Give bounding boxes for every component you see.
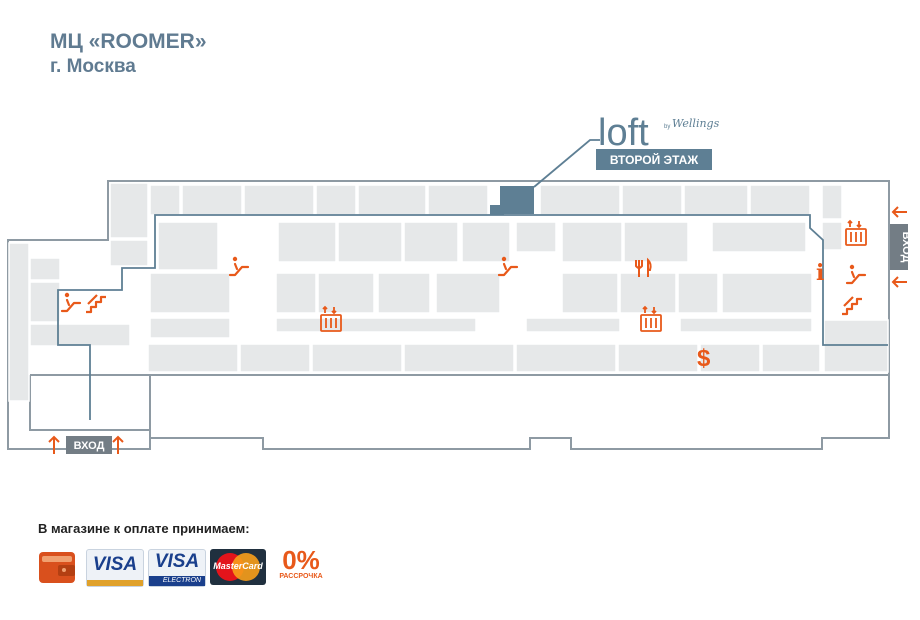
entrance-bottom[interactable]: ВХОД <box>48 435 124 454</box>
store-logo-brand: Wellings <box>672 117 720 130</box>
highlighted-store-entrance <box>490 205 504 215</box>
entrance-arrow-icon <box>891 276 907 288</box>
restaurant-icon <box>635 257 652 277</box>
lower-wing-outline <box>29 375 151 438</box>
visa-card-logo: VISA <box>86 549 144 587</box>
entrance-label-side: ВХОД <box>900 232 912 263</box>
entrance-arrow-icon <box>112 435 124 454</box>
store-logo-by: by <box>664 124 670 130</box>
installment-percent: 0% <box>282 545 320 575</box>
atm-icon: $ <box>697 345 711 372</box>
entrance-arrow-icon <box>48 435 60 454</box>
visa-electron-sub: ELECTRON <box>149 576 205 586</box>
mall-title: МЦ «ROOMER» <box>50 30 207 53</box>
visa-label: VISA <box>92 554 138 575</box>
highlighted-store[interactable] <box>500 186 534 214</box>
info-icon: i <box>816 260 824 286</box>
installment-label: РАССРОЧКА <box>279 573 323 580</box>
visa-electron-label: VISA <box>154 551 200 572</box>
payment-heading: В магазине к оплате принимаем: <box>38 521 250 536</box>
mall-city: г. Москва <box>50 56 136 77</box>
mastercard-label: MasterCard <box>213 561 263 571</box>
entrance-label: ВХОД <box>74 440 105 452</box>
mastercard-logo: MasterCard <box>210 549 266 585</box>
installment-badge: 0% РАССРОЧКА <box>276 547 326 580</box>
store-blocks <box>8 182 889 402</box>
wallet-icon <box>39 552 75 583</box>
entrance-arrow-icon <box>891 206 907 218</box>
visa-electron-card-logo: VISA ELECTRON <box>148 549 206 587</box>
entrance-right[interactable]: ВХОД <box>890 206 912 288</box>
store-callout: loft by Wellings ВТОРОЙ ЭТАЖ <box>596 112 720 170</box>
callout-line <box>533 139 600 188</box>
store-logo: loft <box>598 112 649 154</box>
route-path <box>57 214 888 420</box>
store-floor-label: ВТОРОЙ ЭТАЖ <box>610 152 698 167</box>
